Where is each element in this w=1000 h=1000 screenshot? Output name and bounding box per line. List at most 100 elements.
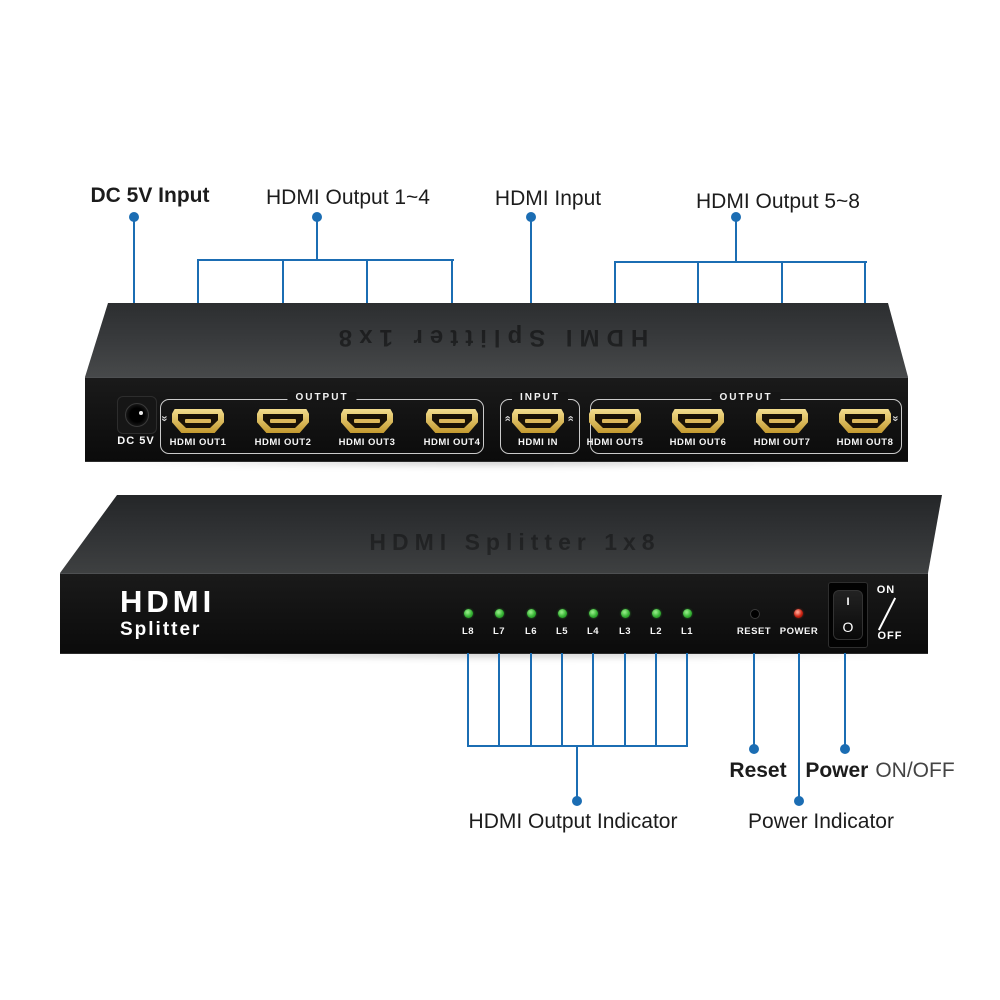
- hdmi-in-label: HDMI IN: [518, 437, 558, 448]
- reset-panel-label: RESET: [736, 626, 772, 637]
- output-group-1-title: OUTPUT: [287, 392, 357, 403]
- brand-line1: HDMI: [120, 584, 216, 619]
- hdmi-out4-label: HDMI OUT4: [423, 437, 481, 448]
- brand-line2: Splitter: [120, 619, 202, 640]
- hdmi-output-indicator-label: HDMI Output Indicator: [468, 810, 678, 833]
- callout-line: [316, 221, 318, 261]
- hdmi-pins-icon: [525, 419, 551, 423]
- callout-bracket: [467, 745, 688, 747]
- hdmi-out3-label: HDMI OUT3: [338, 437, 396, 448]
- led-label-l8: L8: [461, 626, 475, 637]
- dc-power-jack: [117, 396, 157, 434]
- hdmi-out1-label: HDMI OUT1: [169, 437, 227, 448]
- hdmi-out1-port: [172, 409, 224, 433]
- callout-line: [467, 653, 469, 747]
- dc-input-label: DC 5V Input: [90, 184, 210, 207]
- callout-line: [798, 653, 800, 797]
- device-top-face: HDMI Splitter 1x8: [60, 495, 942, 573]
- callout-line: [753, 653, 755, 745]
- reset-label: Reset: [729, 759, 787, 782]
- hdmi-output-1-4-label: HDMI Output 1~4: [266, 186, 430, 209]
- reset-pinhole-button: [750, 609, 760, 619]
- led-label-l4: L4: [586, 626, 600, 637]
- dc-5v-port-label: DC 5V: [117, 435, 155, 447]
- hdmi-out2-port: [257, 409, 309, 433]
- led-l5: [558, 609, 567, 618]
- callout-bracket: [197, 259, 454, 261]
- callout-line: [576, 747, 578, 798]
- double-arrow-up-icon: «: [501, 415, 514, 422]
- embossed-top-text: HDMI Splitter 1x8: [331, 324, 649, 351]
- callout-line: [735, 221, 737, 263]
- callout-dot: [794, 796, 804, 806]
- front-panel-face: HDMI Splitter L8 L7 L6 L5 L4 L3 L2 L1 RE…: [60, 573, 928, 654]
- callout-dot: [749, 744, 759, 754]
- hdmi-in-port: [512, 409, 564, 433]
- led-l3: [621, 609, 630, 618]
- power-indicator-label: Power Indicator: [748, 810, 894, 833]
- hdmi-pins-icon: [439, 419, 465, 423]
- hdmi-out7-label: HDMI OUT7: [753, 437, 811, 448]
- power-switch: I O: [828, 582, 868, 648]
- led-label-l1: L1: [680, 626, 694, 637]
- rear-panel-face: DC 5V OUTPUT « HDMI OUT1 HDMI OUT2 HDMI …: [85, 377, 908, 462]
- on-label: ON: [876, 584, 896, 596]
- led-l7: [495, 609, 504, 618]
- callout-dot: [129, 212, 139, 222]
- on-off-word: ON/OFF: [875, 759, 955, 782]
- power-panel-label: POWER: [779, 626, 819, 637]
- callout-dot: [312, 212, 322, 222]
- double-arrow-up-icon: «: [564, 415, 577, 422]
- brand-logo: HDMI Splitter: [120, 586, 215, 639]
- output-group-1-outline: OUTPUT: [160, 392, 484, 454]
- dc-jack-pin-icon: [139, 411, 143, 415]
- led-l2: [652, 609, 661, 618]
- led-label-l7: L7: [492, 626, 506, 637]
- hdmi-pins-icon: [602, 419, 628, 423]
- hdmi-pins-icon: [354, 419, 380, 423]
- led-label-l3: L3: [618, 626, 632, 637]
- callout-line: [561, 653, 563, 747]
- hdmi-out5-label: HDMI OUT5: [586, 437, 644, 448]
- hdmi-out4-port: [426, 409, 478, 433]
- hdmi-out5-port: [589, 409, 641, 433]
- callout-line: [592, 653, 594, 747]
- output-group-2-title: OUTPUT: [711, 392, 781, 403]
- device-top-face: HDMI Splitter 1x8: [85, 303, 908, 377]
- callout-dot: [731, 212, 741, 222]
- callout-line: [498, 653, 500, 747]
- callout-bracket: [614, 261, 867, 263]
- hdmi-pins-icon: [270, 419, 296, 423]
- power-on-off-label: Power ON/OFF: [805, 759, 954, 783]
- callout-line: [624, 653, 626, 747]
- dc-jack-hole-icon: [125, 403, 149, 427]
- hdmi-pins-icon: [769, 419, 795, 423]
- hdmi-out7-port: [756, 409, 808, 433]
- callout-line: [686, 653, 688, 747]
- led-l4: [589, 609, 598, 618]
- double-arrow-down-icon: «: [158, 415, 171, 422]
- hdmi-out6-port: [672, 409, 724, 433]
- led-l1: [683, 609, 692, 618]
- hdmi-pins-icon: [852, 419, 878, 423]
- hdmi-pins-icon: [185, 419, 211, 423]
- switch-on-symbol: I: [846, 596, 850, 608]
- hdmi-out8-port: [839, 409, 891, 433]
- splitter-front-view: HDMI Splitter 1x8 HDMI Splitter L8 L7 L6…: [58, 495, 942, 654]
- power-word: Power: [805, 759, 869, 782]
- led-label-l6: L6: [524, 626, 538, 637]
- hdmi-out8-label: HDMI OUT8: [836, 437, 894, 448]
- hdmi-pins-icon: [685, 419, 711, 423]
- input-group-title: INPUT: [512, 392, 568, 403]
- embossed-top-text: HDMI Splitter 1x8: [369, 529, 661, 555]
- callout-line: [655, 653, 657, 747]
- input-group-outline: INPUT: [500, 392, 580, 454]
- hdmi-out6-label: HDMI OUT6: [669, 437, 727, 448]
- callout-dot: [526, 212, 536, 222]
- led-l8: [464, 609, 473, 618]
- led-label-l5: L5: [555, 626, 569, 637]
- on-off-slash-icon: [877, 597, 897, 631]
- callout-line: [530, 653, 532, 747]
- rocker-icon: I O: [833, 590, 863, 640]
